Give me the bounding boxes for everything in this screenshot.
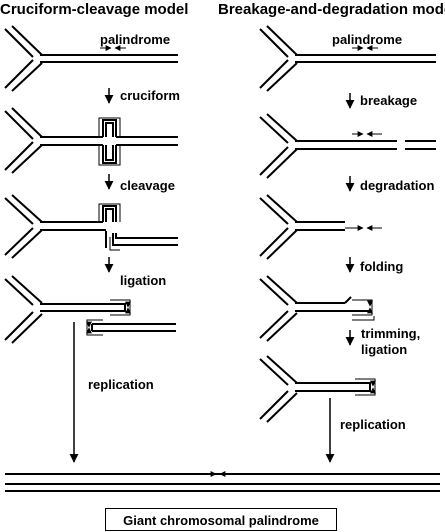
left-stage3-cleavage-dna bbox=[4, 194, 178, 259]
result-label: Giant chromosomal palindrome bbox=[123, 513, 319, 528]
right-label-folding: folding bbox=[360, 259, 404, 274]
right-stage1-palindrome-dna bbox=[259, 25, 436, 92]
right-label-breakage: breakage bbox=[360, 93, 418, 108]
right-label-trimming: trimming, bbox=[361, 326, 421, 341]
left-label-palindrome: palindrome bbox=[100, 32, 171, 47]
right-stage4-folding-dna bbox=[259, 275, 370, 342]
right-label-palindrome: palindrome bbox=[332, 32, 403, 47]
right-ligation-hairpin-marks bbox=[355, 378, 376, 396]
right-label-ligation: ligation bbox=[361, 342, 408, 357]
left-stage4-ligation-dna bbox=[4, 275, 176, 344]
left-ligation-hairpin-marks bbox=[86, 299, 131, 336]
right-stage2-breakage-dna bbox=[259, 113, 436, 179]
left-cruciform-thin-strands bbox=[98, 117, 121, 166]
left-label-replication: replication bbox=[88, 377, 154, 392]
right-folding-hairpin-marks bbox=[352, 299, 375, 321]
result-label-box: Giant chromosomal palindrome bbox=[105, 508, 337, 531]
right-model-title: Breakage-and-degradation model bbox=[218, 1, 445, 18]
right-label-degradation: degradation bbox=[360, 178, 435, 193]
left-label-cleavage: cleavage bbox=[120, 178, 175, 193]
left-cleavage-thin-strands bbox=[98, 203, 121, 251]
left-stage2-cruciform-dna bbox=[4, 107, 178, 174]
right-label-replication: replication bbox=[340, 417, 406, 432]
left-stage1-palindrome-dna bbox=[4, 25, 178, 92]
right-stage5-ligated-dna bbox=[259, 355, 371, 423]
giant-palindrome-dna bbox=[5, 473, 440, 492]
left-label-ligation: ligation bbox=[120, 273, 167, 288]
right-stage3-degradation-dna bbox=[259, 194, 345, 260]
left-model-title: Cruciform-cleavage model bbox=[0, 1, 189, 18]
left-label-cruciform: cruciform bbox=[120, 88, 180, 103]
